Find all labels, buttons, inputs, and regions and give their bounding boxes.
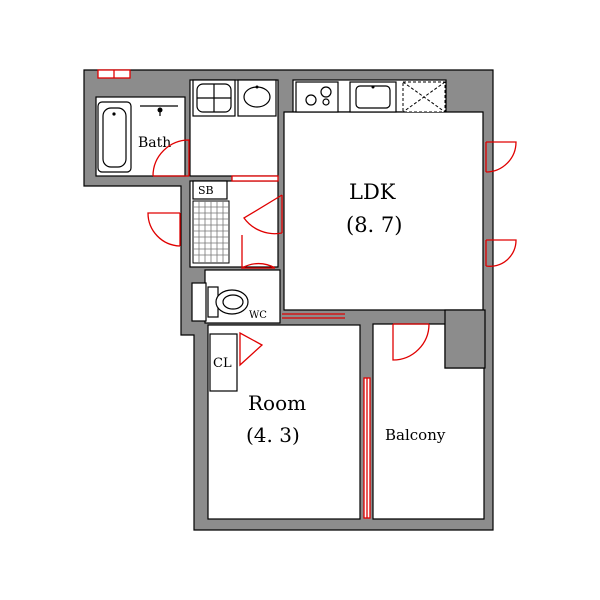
closet [209, 333, 238, 392]
washbasin-icon [237, 79, 277, 117]
bathtub-icon [97, 101, 132, 173]
toilet-icon [191, 282, 249, 322]
shower-icon [140, 105, 178, 116]
bath-label: Bath [138, 135, 171, 151]
kitchen-sink-icon [349, 81, 397, 113]
stove-icon [295, 81, 339, 113]
door-swing-icon [147, 139, 517, 367]
washing-machine-icon [192, 79, 236, 117]
storage-tiles [192, 200, 230, 264]
wc-label: WC [249, 310, 267, 321]
balcony-label: Balcony [385, 426, 446, 444]
structural-column [444, 309, 486, 369]
sb-label: SB [198, 184, 214, 197]
room-size: (4. 3) [246, 423, 300, 447]
ldk-size: (8. 7) [346, 213, 402, 237]
sb-box [192, 180, 228, 200]
ldk-label: LDK [349, 180, 396, 204]
refrigerator-icon [402, 81, 446, 113]
windows [97, 69, 371, 519]
ldk-room [283, 111, 484, 311]
room-label: Room [248, 391, 306, 415]
closet-label: CL [213, 356, 232, 371]
